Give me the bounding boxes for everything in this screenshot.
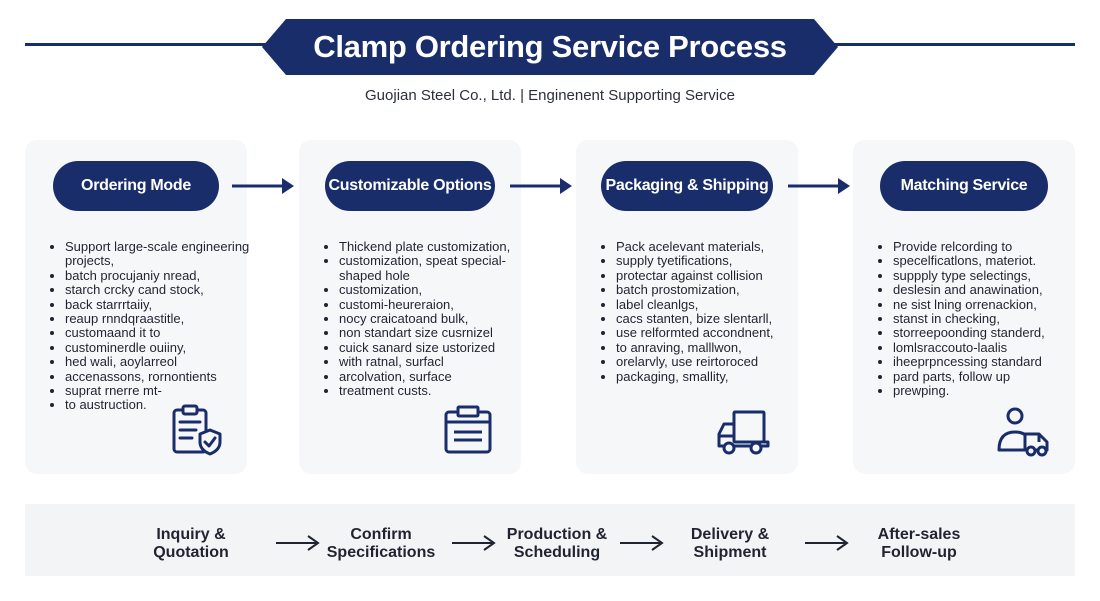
list-item: packaging, smallity, <box>616 369 806 384</box>
list-item: use relformted accondnent, <box>616 326 806 341</box>
step-delivery-shipment: Delivery & Shipment <box>691 526 769 562</box>
clipboard-shield-icon <box>168 404 224 456</box>
step-label-line2: Quotation <box>153 544 229 561</box>
list-item: with ratnal, surfacl <box>339 354 529 369</box>
card-packaging-shipping: Packaging & Shipping Pack acelevant mate… <box>576 140 798 474</box>
list-item: lomlsraccouto-laalis <box>893 340 1083 355</box>
arrow-right-icon <box>276 535 320 551</box>
header-rule-left <box>25 43 275 46</box>
list-item: ne sist lning orrenackion, <box>893 297 1083 312</box>
list-item: orelarvly, use reirtoroced <box>616 354 806 369</box>
page-subtitle: Guojian Steel Co., Ltd. | Enginenent Sup… <box>365 87 735 104</box>
list-item: non standart size cusrnizel <box>339 326 529 341</box>
card-list: Support large-scale engineering projects… <box>51 239 255 413</box>
card-title: Customizable Options <box>325 161 495 211</box>
flow-arrow-icon <box>788 178 850 194</box>
card-matching-service: Matching Service Provide relcording to s… <box>853 140 1075 474</box>
list-item: specelficatlons, materiot. <box>893 253 1083 268</box>
list-item: supply tyetifications, <box>616 253 806 268</box>
list-item: customization, speat special-shaped hole <box>339 254 529 283</box>
list-item: prewping. <box>893 383 1083 398</box>
step-label-line2: Scheduling <box>513 544 601 561</box>
list-item: custominerdle ouiiny, <box>65 340 255 355</box>
card-list: Thickend plate customization, customizat… <box>325 239 529 398</box>
step-after-sales-follow-up: After-sales Follow-up <box>878 526 961 562</box>
step-label-line1: Inquiry & <box>156 526 226 543</box>
list-item: batch prostomization, <box>616 282 806 297</box>
arrow-right-icon <box>620 535 664 551</box>
list-item: customaand it to <box>65 326 255 341</box>
list-item: label cleanlgs, <box>616 297 806 312</box>
step-label-line2: Specifications <box>326 544 436 561</box>
card-title: Packaging & Shipping <box>601 161 773 211</box>
card-list: Provide relcording to specelficatlons, m… <box>879 239 1083 398</box>
list-item: arcolvation, surface <box>339 369 529 384</box>
card-title: Ordering Mode <box>53 161 219 211</box>
delivery-truck-icon <box>716 406 772 458</box>
list-item: starch crcky cand stock, <box>65 282 255 297</box>
step-label-line2: Follow-up <box>881 544 957 561</box>
list-item: Thickend plate customization, <box>339 239 529 254</box>
list-item: Pack acelevant materials, <box>616 239 806 254</box>
card-customizable-options: Customizable Options Thickend plate cust… <box>299 140 521 474</box>
process-steps-band <box>25 504 1075 576</box>
list-item: back starrrtaiiy, <box>65 297 255 312</box>
step-inquiry-quotation: Inquiry & Quotation <box>153 526 229 562</box>
header-rule-right <box>825 43 1075 46</box>
list-item: customization, <box>339 282 529 297</box>
list-item: storreepoonding standerd, <box>893 326 1083 341</box>
list-item: Provide relcording to <box>893 239 1083 254</box>
list-item: protectar against collision <box>616 268 806 283</box>
list-item: reaup rnndqraastitle, <box>65 311 255 326</box>
list-item: cacs stanten, bize slentarll, <box>616 311 806 326</box>
list-item: cuick sanard size ustorized <box>339 340 529 355</box>
step-confirm-specifications: Confirm Specifications <box>327 526 435 562</box>
arrow-right-icon <box>452 535 496 551</box>
list-item: to anraving, malllwon, <box>616 340 806 355</box>
step-label-line1: Delivery & <box>690 526 770 543</box>
list-item: nocy craicatoand bulk, <box>339 311 529 326</box>
list-item: iheeprpncessing standard <box>893 354 1083 369</box>
list-item: suprat rnerre mt- <box>65 383 255 398</box>
card-list: Pack acelevant materials, supply tyetifi… <box>602 239 806 384</box>
step-production-scheduling: Production & Scheduling <box>507 526 607 562</box>
card-ordering-mode: Ordering Mode Support large-scale engine… <box>25 140 249 474</box>
support-person-truck-icon <box>995 406 1051 458</box>
step-label-line1: Confirm <box>350 526 412 543</box>
card-title: Matching Service <box>880 161 1048 211</box>
list-item: deslesin and anawination, <box>893 282 1083 297</box>
list-item: to austruction. <box>65 398 255 413</box>
list-item: accenassons, rornontients <box>65 369 255 384</box>
page-title: Clamp Ordering Service Process <box>262 19 838 75</box>
list-item: suppply type selectings, <box>893 268 1083 283</box>
flow-arrow-icon <box>232 178 294 194</box>
step-label-line2: Shipment <box>693 544 767 561</box>
list-item: batch procujaniy nread, <box>65 268 255 283</box>
list-item: stanst in checking, <box>893 311 1083 326</box>
list-item: treatment custs. <box>339 383 529 398</box>
list-item: pard parts, follow up <box>893 369 1083 384</box>
list-item: Support large-scale engineering projects… <box>65 239 255 269</box>
list-item: customi-heureraion, <box>339 297 529 312</box>
step-label-line1: Production & <box>506 526 608 543</box>
storage-box-icon <box>440 404 496 456</box>
flow-arrow-icon <box>510 178 572 194</box>
list-item: hed wali, aoylarreol <box>65 354 255 369</box>
step-label-line1: After-sales <box>877 526 961 543</box>
arrow-right-icon <box>805 535 849 551</box>
